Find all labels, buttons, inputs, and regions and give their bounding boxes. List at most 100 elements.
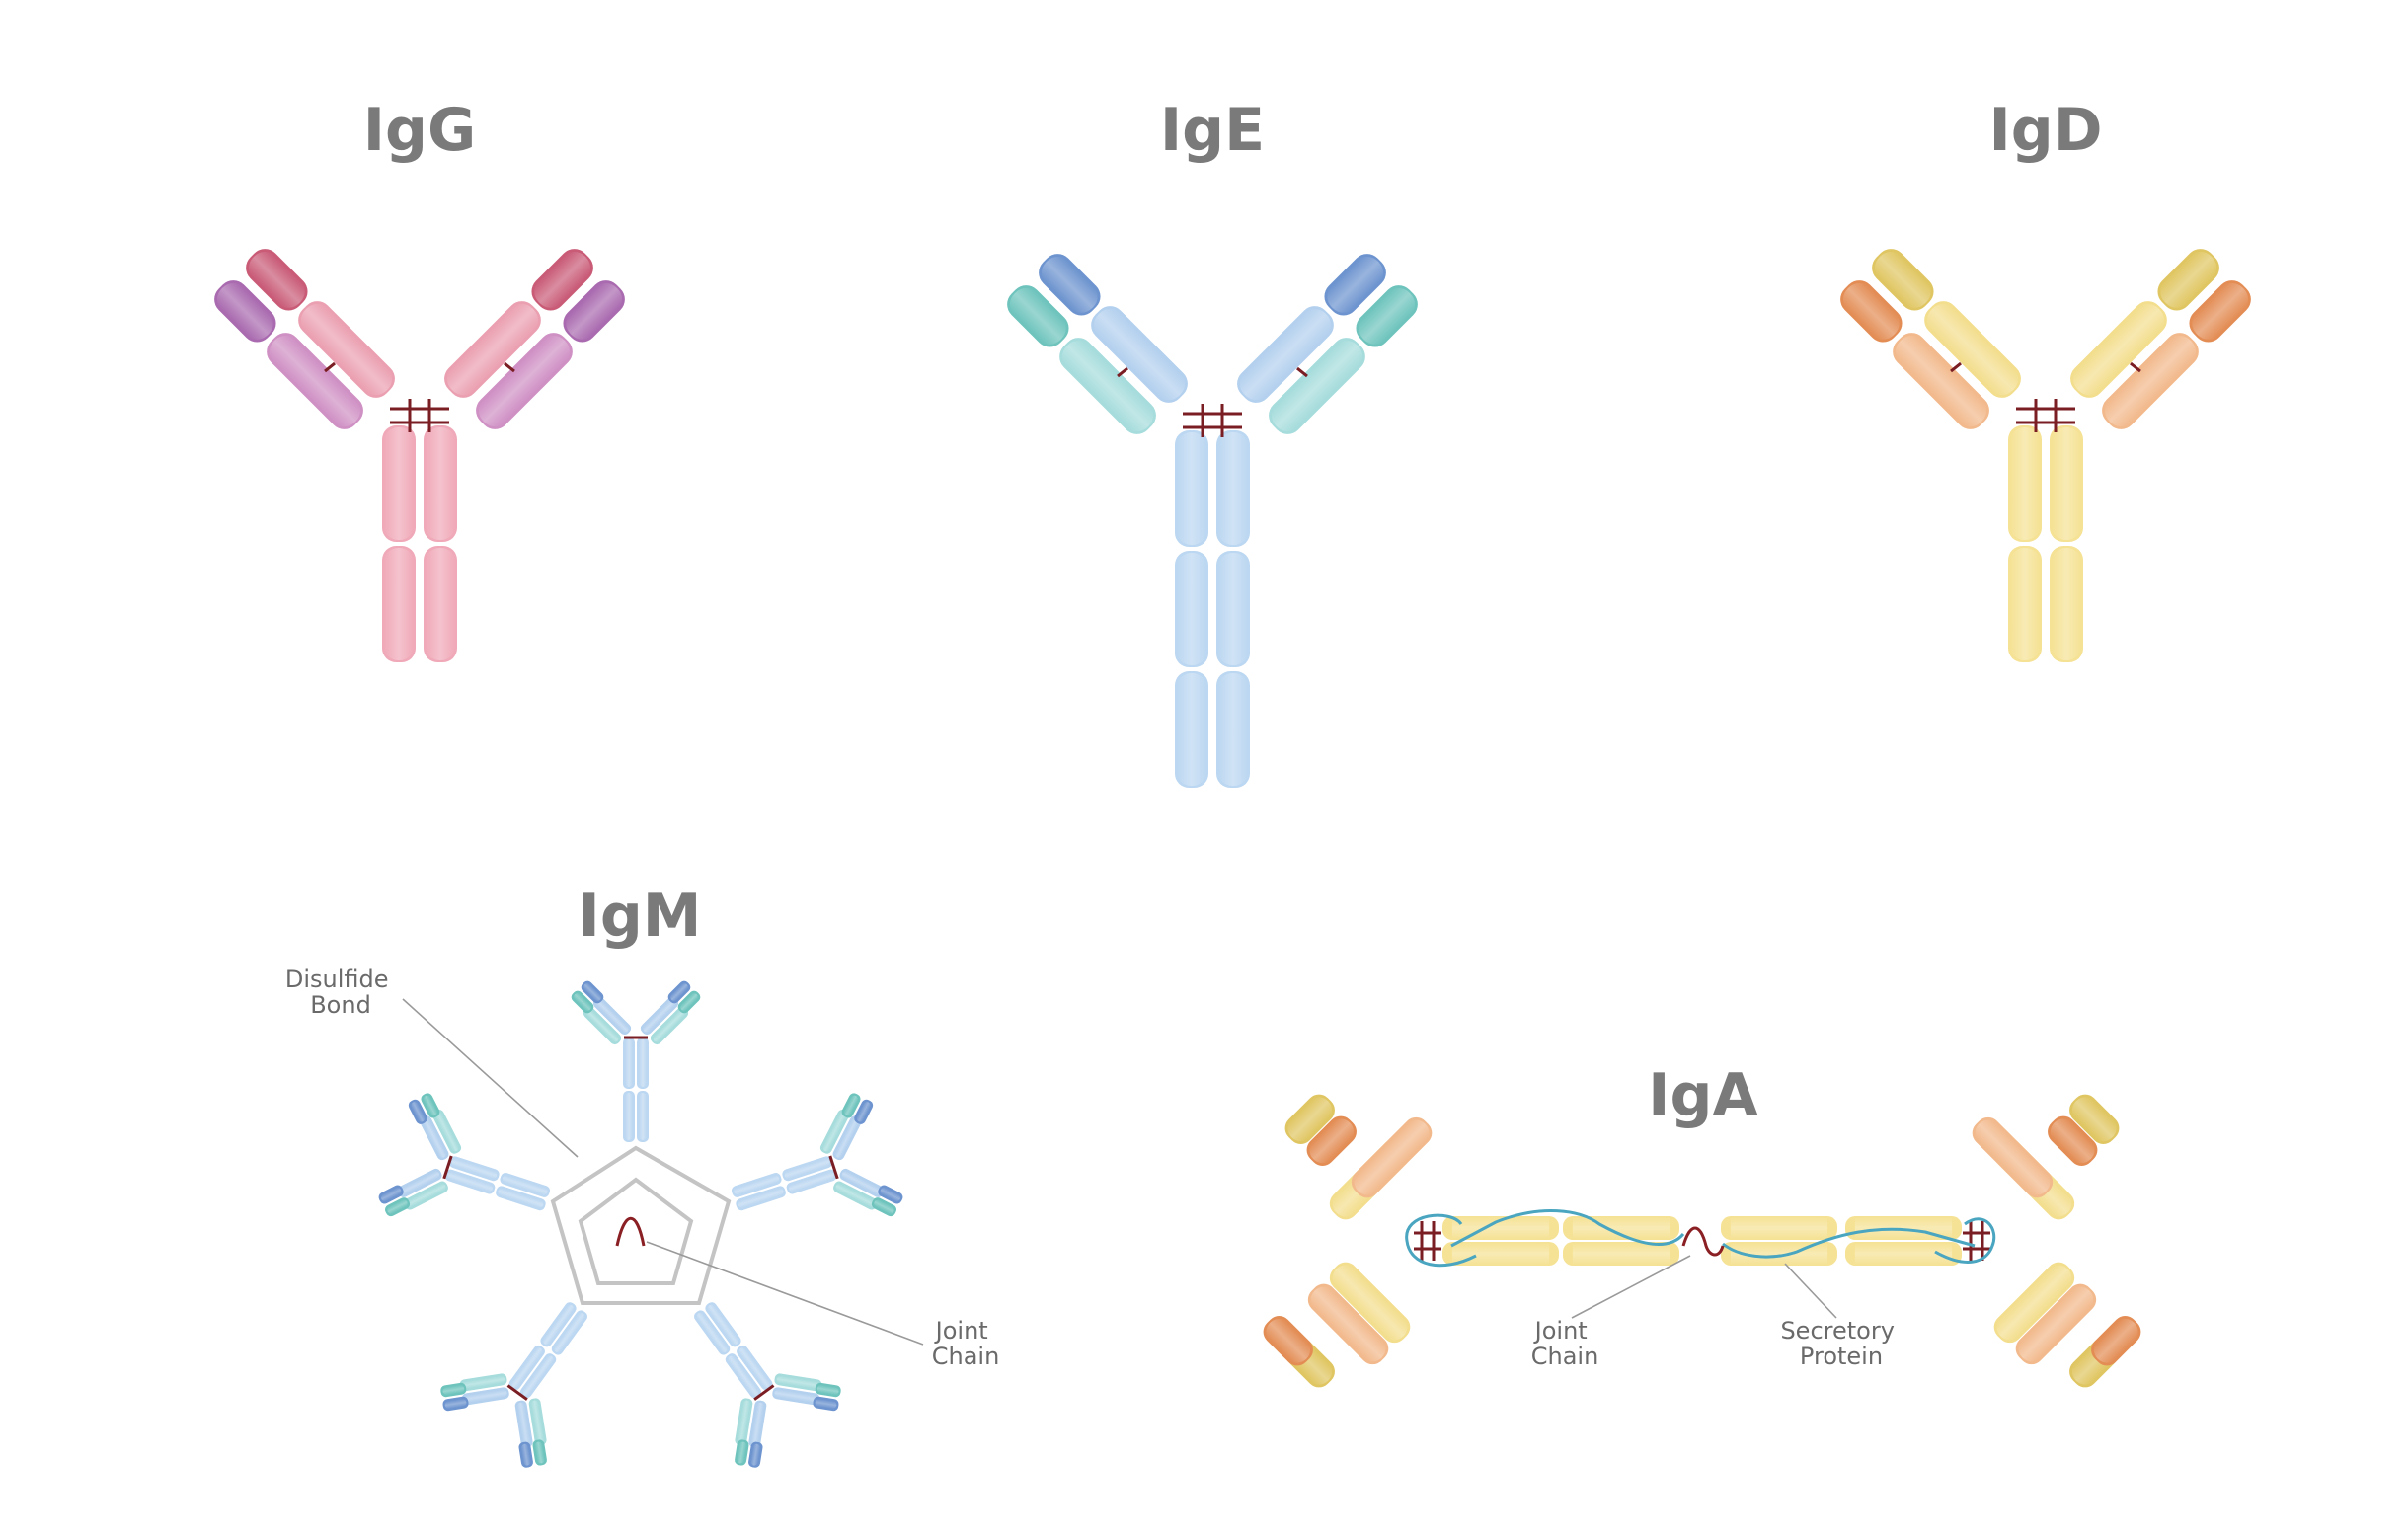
igm-unit-1-stem-right-2-shine (639, 1039, 647, 1087)
igm-unit-5-left-heavy-tip (378, 1185, 404, 1204)
igd-left-heavy-variable (1872, 249, 1934, 311)
igg-right-heavy-variable-shine (534, 251, 591, 308)
igm-unit-3 (694, 1302, 841, 1468)
igg-right-heavy-constant (444, 301, 541, 398)
igm-joint-chain-label-line1: Joint (934, 1317, 988, 1345)
igm-unit-5-right-light-shine (434, 1112, 459, 1152)
igm-unit-5-stem-left-2-shine (447, 1172, 494, 1192)
ige-left-light-constant (1059, 338, 1156, 434)
igm-unit-2-left-light-tip-shine (844, 1095, 859, 1116)
igd-right-hl-bond (2130, 361, 2141, 373)
igm-unit-1-right-light-tip (677, 990, 701, 1014)
igm-unit-1-left-heavy-tip (581, 980, 604, 1004)
ige-stem-right-1 (1216, 430, 1250, 547)
igm-unit-1-stem-right-1-shine (639, 1093, 647, 1140)
iga-fc-segment-4 (1563, 1242, 1679, 1266)
igd-right-light-variable (2189, 280, 2251, 343)
igm-unit-1-left-heavy (592, 996, 632, 1036)
igm-unit-3-right-light-shine (737, 1400, 751, 1444)
igm-unit-1-stem-right-1 (637, 1091, 649, 1142)
igm-joint-chain-leader (646, 1241, 924, 1346)
igg-antibody (214, 249, 625, 662)
igm-unit-1-right-light (650, 1006, 689, 1045)
iga-joint-chain-label-line1: Joint (1533, 1317, 1588, 1345)
iga-right-lower-heavy-constant (1993, 1262, 2075, 1344)
igg-stem-left-2 (382, 546, 416, 662)
igm-unit-2-stem-right-1 (736, 1186, 786, 1211)
ige-right-light-variable (1356, 285, 1418, 347)
ige-stem-left-1-shine (1177, 432, 1206, 545)
igm-unit-5-left-heavy (397, 1168, 442, 1197)
igd-left-light-variable (1840, 280, 1903, 343)
igg-stem-right-2-shine (426, 548, 455, 660)
igm-unit-5-right-heavy (420, 1115, 449, 1161)
igm-unit-4-left-light-tip-shine (534, 1441, 545, 1464)
igm-unit-2-left-heavy-tip-shine (856, 1102, 871, 1122)
iga-right-lower-light-variable-shine (2093, 1318, 2138, 1363)
igm-unit-2-right-heavy-tip (878, 1185, 903, 1204)
igd-left-light-variable-shine (1842, 282, 1900, 340)
igd-left-heavy-variable-shine (1874, 251, 1931, 308)
igm-unit-5-stem-right-2-shine (451, 1158, 498, 1179)
igm-unit-2-left-light-tip (841, 1093, 861, 1118)
ige-left-heavy-variable-shine (1041, 256, 1098, 313)
igm-unit-5-left-light-shine (406, 1184, 446, 1207)
igm-unit-1-right-light-tip-shine (680, 993, 698, 1011)
iga-right-upper-heavy-variable (2069, 1094, 2120, 1144)
iga-right-upper-light-variable (2048, 1115, 2098, 1166)
igg-left-light-variable (214, 280, 276, 343)
igm-unit-1-stem-left-2-shine (625, 1039, 633, 1087)
igm-unit-5-right-light-tip (421, 1093, 440, 1118)
igm-unit-3-hinge-bond (753, 1384, 775, 1401)
ige-stem-left-3-shine (1177, 673, 1206, 786)
iga-joint-chain (1681, 1226, 1725, 1257)
igd-left-heavy-constant-shine (1926, 303, 2019, 396)
igd-stem-right-1 (2050, 425, 2083, 542)
ige-right-hl-bond (1296, 366, 1308, 378)
igm-unit-4-stem-right-2-shine (511, 1347, 543, 1388)
igm-unit-1-right-heavy-tip-shine (670, 983, 688, 1001)
igm-unit-1-left-light (583, 1006, 622, 1045)
igm-unit-5-hinge-bond (442, 1155, 453, 1180)
igm-unit-4-stem-left-2 (519, 1353, 557, 1399)
igm-unit-2-stem-left-1-shine (734, 1175, 780, 1195)
igd-right-heavy-constant (2070, 301, 2167, 398)
igm-unit-1-right-heavy-shine (643, 999, 676, 1033)
iga-right-lower-light-constant (2015, 1283, 2097, 1365)
igd-right-heavy-variable (2157, 249, 2219, 311)
igd-right-heavy-constant-shine (2072, 303, 2165, 396)
igm-unit-4-left-heavy-shine (516, 1402, 531, 1446)
ige-stem-right-1-shine (1218, 432, 1248, 545)
igm-unit-4-right-heavy (461, 1387, 509, 1406)
iga-right-upper-light-variable-shine (2050, 1118, 2095, 1164)
igg-left-heavy-constant (298, 301, 395, 398)
igm-unit-5-stem-left-1-shine (498, 1188, 544, 1208)
iga-left-lower-light-variable (1263, 1316, 1313, 1366)
ige-right-heavy-variable (1324, 254, 1386, 316)
igg-left-hl-bond (324, 361, 336, 373)
igg-right-heavy-variable (531, 249, 593, 311)
igm-unit-5-left-heavy-shine (400, 1171, 440, 1195)
igm-unit-3-stem-left-1-shine (707, 1304, 739, 1345)
igm-unit-2-right-light-shine (835, 1184, 876, 1207)
igm-unit-4-right-light (459, 1373, 507, 1392)
igm-unit-2-stem-left-2 (782, 1156, 832, 1182)
ige-right-light-constant-shine (1271, 340, 1363, 432)
igm-unit-1-stem-left-2 (623, 1038, 635, 1089)
igm-unit-3-right-heavy-shine (750, 1402, 765, 1446)
igm-unit-2-stem-right-2-shine (788, 1172, 834, 1192)
igm-inner-frame (578, 1177, 694, 1285)
igd-right-light-constant (2102, 333, 2199, 429)
igm-unit-3-left-heavy (772, 1387, 820, 1406)
igm-unit-1-right-light-shine (653, 1009, 686, 1042)
ige-stem-right-2-shine (1218, 553, 1248, 665)
igm-title: IgM (579, 882, 702, 951)
igd-left-light-constant (1893, 333, 1989, 429)
igd-stem-left-1 (2008, 425, 2042, 542)
iga-dimer (1263, 1094, 2141, 1388)
igm-unit-4 (440, 1302, 587, 1468)
igm-unit-4-right-heavy-shine (464, 1389, 507, 1403)
igm-unit-3-left-heavy-shine (774, 1389, 817, 1403)
igm-joint-chain-label: Joint Chain (932, 1317, 1000, 1370)
iga-joint-chain-leader (1571, 1255, 1691, 1319)
